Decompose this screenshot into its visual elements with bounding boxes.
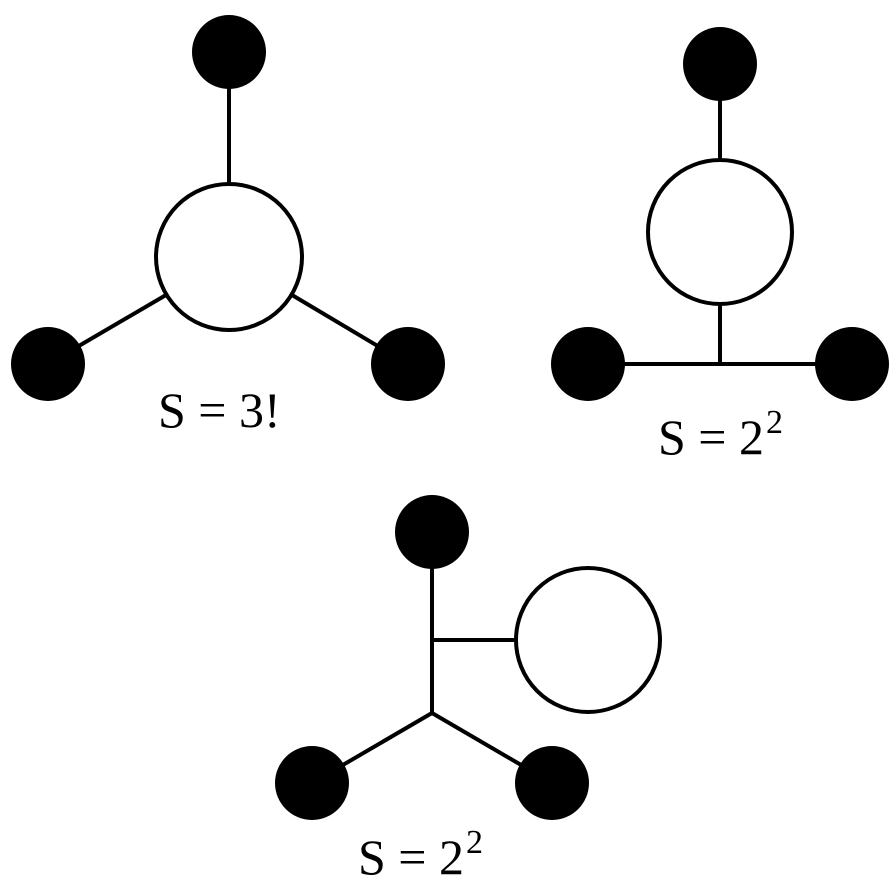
vertex-tee-left xyxy=(551,327,625,401)
vertex-side-top xyxy=(395,495,469,569)
loop-star xyxy=(154,182,304,332)
diagram-star xyxy=(11,15,445,401)
symmetry-factor-tee-exponent: 2 xyxy=(766,404,784,441)
vertex-side-right xyxy=(515,746,589,820)
symmetry-factor-star: S = 3! xyxy=(158,385,281,435)
vertex-star-right xyxy=(371,327,445,401)
symmetry-factor-star-text: S = 3! xyxy=(158,382,281,438)
symmetry-factor-tee: S = 22 xyxy=(658,406,783,465)
diagram-side xyxy=(275,495,662,820)
vertex-star-left xyxy=(11,327,85,401)
symmetry-factor-side-exponent: 2 xyxy=(466,824,484,861)
vertex-tee-top xyxy=(683,27,757,101)
symmetry-factor-side: S = 22 xyxy=(358,826,483,885)
vertex-side-left xyxy=(275,746,349,820)
symmetry-factor-side-text: S = 2 xyxy=(358,829,465,885)
loop-tee xyxy=(646,158,794,306)
symmetry-factor-tee-text: S = 2 xyxy=(658,409,765,465)
diagram-tee xyxy=(551,27,889,401)
loop-side xyxy=(514,566,662,714)
vertex-star-top xyxy=(192,15,266,89)
vertex-tee-right xyxy=(815,327,889,401)
